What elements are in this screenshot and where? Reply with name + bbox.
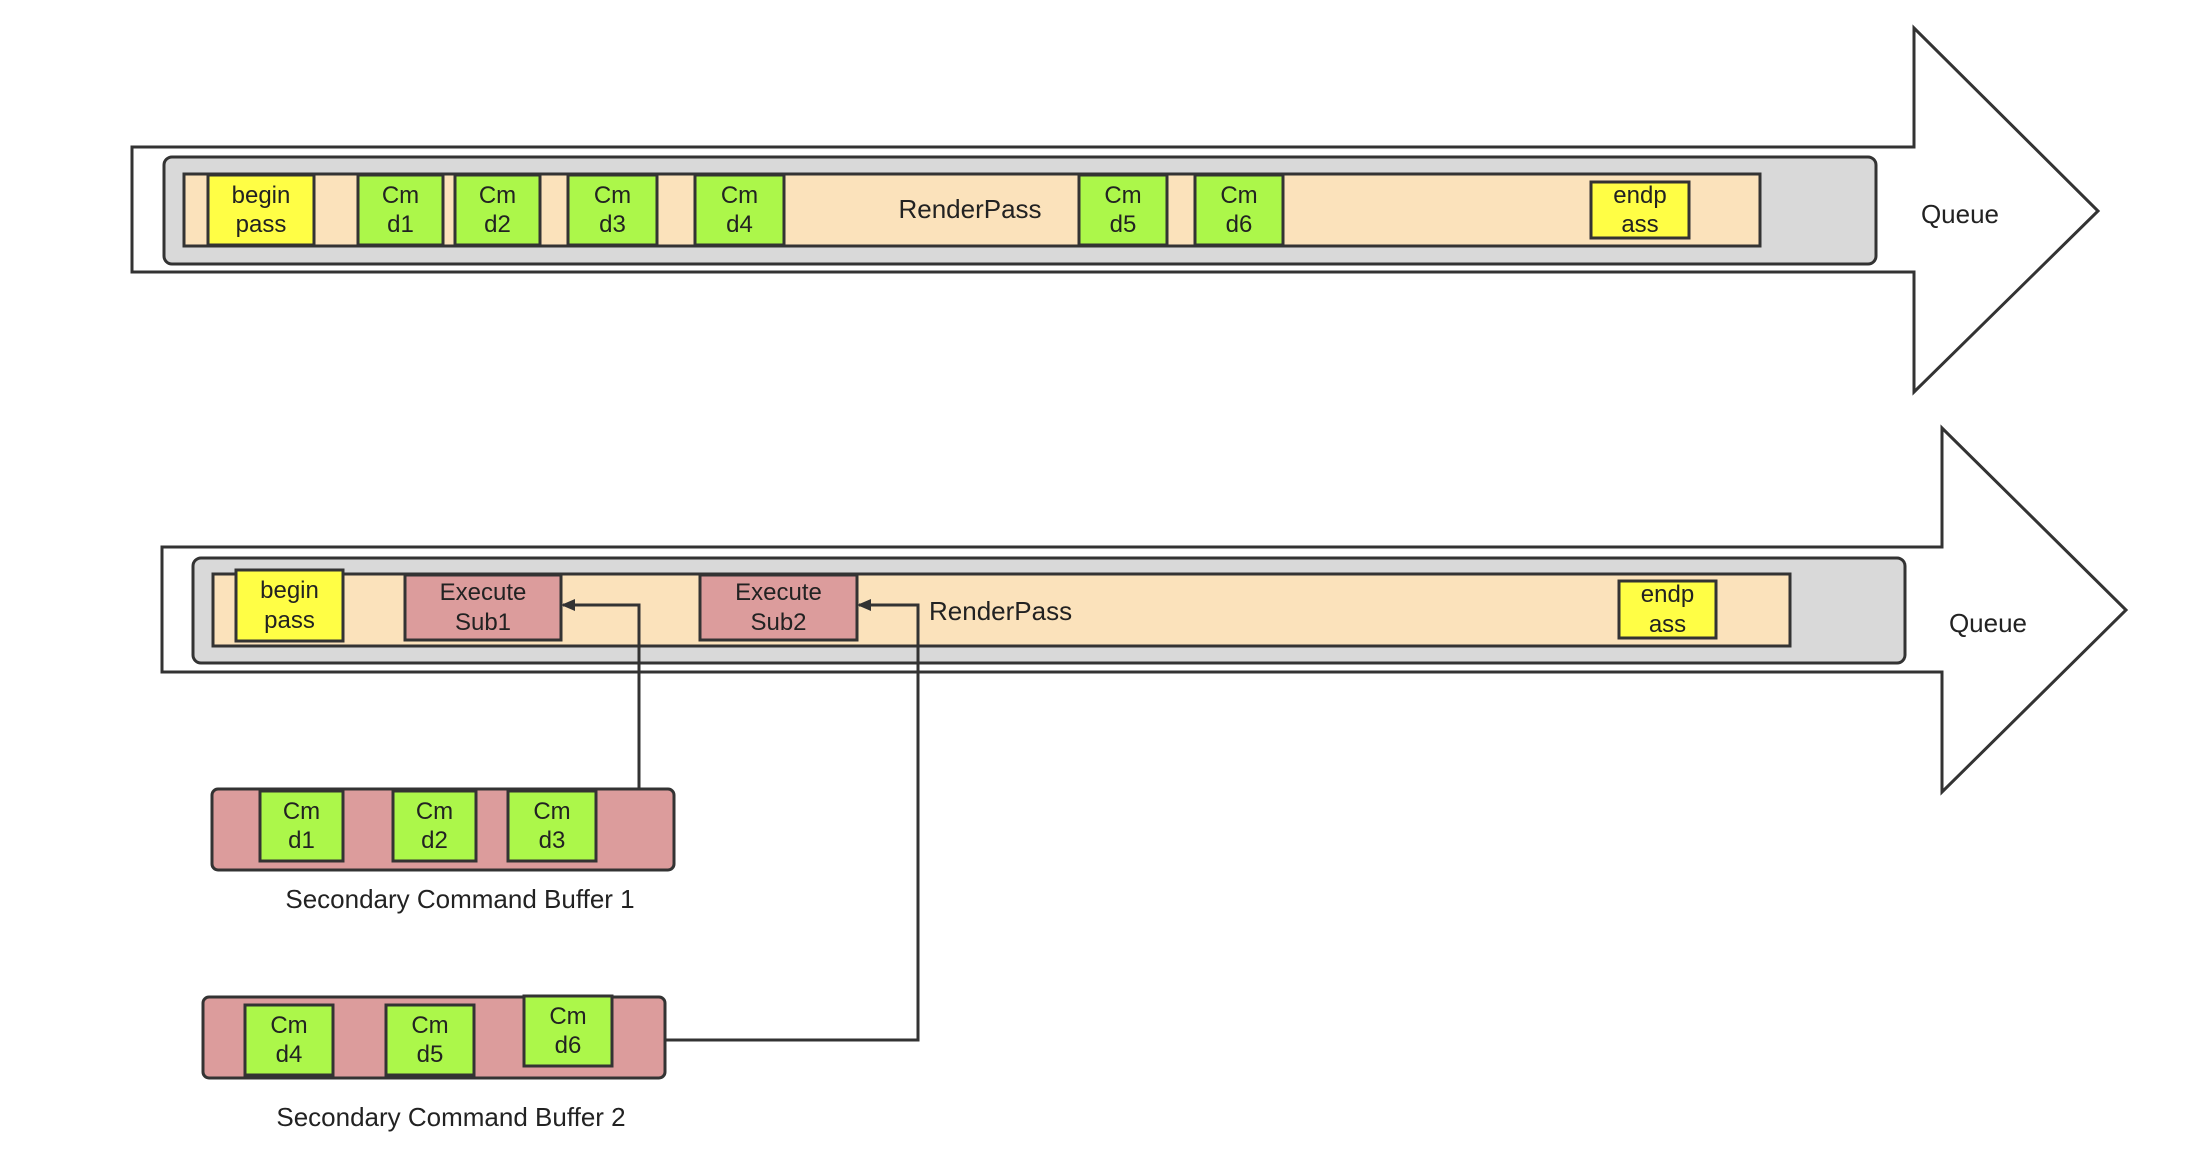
connector-secondary2-to-execute-sub2 [665, 599, 920, 1042]
secondary2-cmd-label: Cm d5 [411, 1011, 449, 1068]
top-cmd-box [566, 173, 659, 247]
execute-sub1-label: Execute Sub1 [439, 579, 527, 636]
bottom-queue-label: Queue [1948, 608, 2028, 639]
secondary1-cmd-label: Cm d1 [282, 797, 321, 854]
execute-sub1-box [403, 573, 563, 642]
top-renderpass-strip [182, 172, 1762, 248]
secondary2-cmd-label: Cm d4 [270, 1011, 308, 1068]
top-cmd-box [453, 173, 542, 247]
top-end-pass-box [1589, 180, 1691, 240]
top-cmd-box [693, 173, 786, 247]
execute-sub2-label: Execute Sub2 [735, 579, 822, 636]
secondary1-cmd-label: Cm d2 [415, 797, 454, 854]
top-cmd-box [356, 173, 445, 247]
bottom-begin-pass-box [234, 568, 345, 643]
top-cmd-label: Cm d6 [1220, 181, 1258, 238]
secondary2-caption: Secondary Command Buffer 2 [276, 1102, 626, 1133]
top-queue-label: Queue [1920, 199, 2000, 230]
secondary2-cmd-box [522, 994, 614, 1068]
top-cmd-label: Cm d3 [593, 181, 632, 238]
top-cmd-label: Cm d4 [720, 181, 759, 238]
top-cmd-label: Cm d5 [1104, 181, 1142, 238]
connector-secondary1-to-execute-sub1 [561, 599, 641, 789]
top-cmd-box [1077, 173, 1169, 247]
top-cmd-box [1193, 173, 1285, 247]
top-cmd-label: Cm d1 [381, 181, 420, 238]
bottom-end-pass-box [1617, 579, 1718, 640]
bottom-renderpass-label: RenderPass [929, 596, 1073, 627]
secondary1-cmd-box [258, 789, 345, 863]
top-renderpass-label: RenderPass [898, 194, 1042, 225]
secondary1-cmd-box [506, 789, 598, 863]
secondary1-caption: Secondary Command Buffer 1 [285, 884, 635, 915]
top-begin-pass-box [206, 173, 316, 247]
secondary2-cmd-box [243, 1003, 335, 1077]
secondary1-cmd-label: Cm d3 [533, 797, 571, 854]
secondary2-cmd-label: Cm d6 [549, 1002, 587, 1059]
secondary2-cmd-box [384, 1003, 476, 1077]
top-begin-pass-label: begin pass [231, 181, 291, 238]
bottom-begin-pass-label: begin pass [260, 577, 319, 634]
top-end-pass-label: endp ass [1613, 181, 1667, 238]
bottom-end-pass-label: endp ass [1640, 581, 1695, 638]
top-cmd-label: Cm d2 [478, 181, 517, 238]
secondary1-cmd-box [391, 789, 478, 863]
